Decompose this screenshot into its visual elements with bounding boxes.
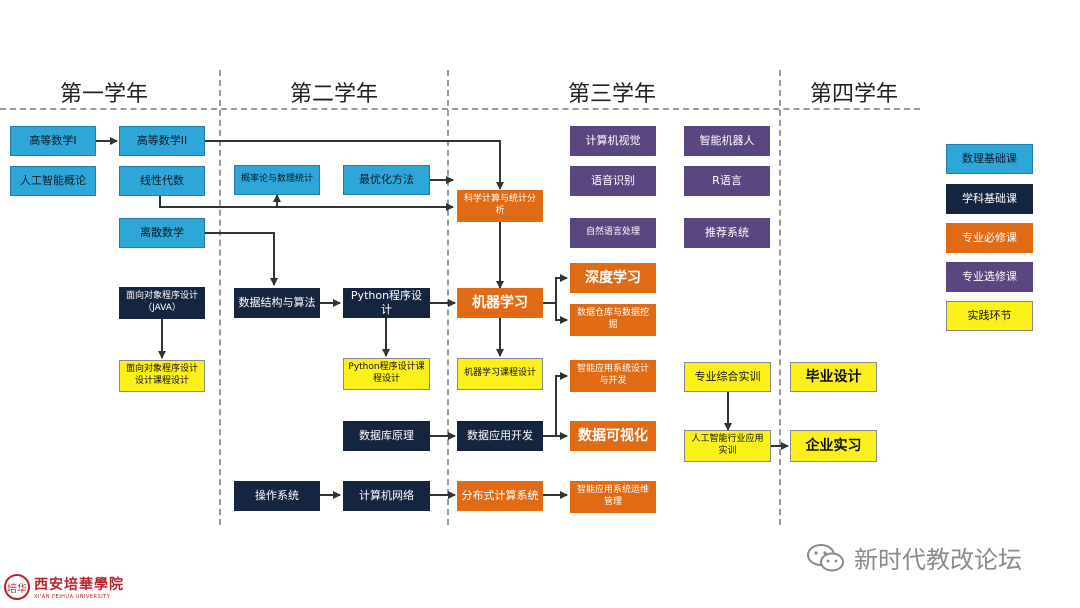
legend-practice: 实践环节 [946, 301, 1033, 331]
course-higher-math-1: 高等数学I [10, 126, 96, 156]
legend-elective: 专业选修课 [946, 262, 1033, 292]
course-oop-java: 面向对象程序设计（JAVA） [119, 287, 205, 319]
year-divider [219, 70, 221, 525]
course-data-visualization: 数据可视化 [570, 421, 656, 451]
university-name-en: XI'AN PEIHUA UNIVERSITY [34, 594, 111, 600]
arrow [205, 140, 504, 190]
arrow [205, 232, 278, 286]
course-scientific-computing: 科学计算与统计分析 [457, 190, 543, 222]
course-intelligent-robots: 智能机器人 [684, 126, 770, 156]
course-database: 数据库原理 [343, 421, 430, 451]
legend-math-foundation: 数理基础课 [946, 144, 1033, 174]
year-4-header: 第四学年 [809, 82, 898, 107]
watermark-text: 新时代教改论坛 [854, 546, 1022, 574]
course-networks: 计算机网络 [343, 481, 430, 511]
arrow [543, 274, 568, 304]
legend-subject-foundation: 学科基础课 [946, 184, 1033, 214]
watermark: 新时代教改论坛 [806, 540, 1022, 575]
arrow [543, 372, 568, 437]
course-nlp: 自然语言处理 [570, 218, 656, 248]
course-probability-statistics: 概率论与数理统计 [234, 165, 320, 195]
year-divider [779, 70, 781, 525]
course-ai-intro: 人工智能概论 [10, 166, 96, 196]
course-data-app-dev: 数据应用开发 [457, 421, 543, 451]
course-oop-project: 面向对象程序设计设计课程设计 [119, 360, 205, 392]
course-machine-learning: 机器学习 [457, 288, 543, 318]
course-computer-vision: 计算机视觉 [570, 126, 656, 156]
year-1-header: 第一学年 [59, 82, 148, 107]
course-speech-recognition: 语音识别 [570, 166, 656, 196]
course-intelligent-app-dev: 智能应用系统设计与开发 [570, 360, 656, 392]
course-distributed-systems: 分布式计算系统 [457, 481, 543, 511]
course-python: Python程序设计 [343, 288, 430, 318]
wechat-icon [806, 543, 846, 573]
course-recommender-systems: 推荐系统 [684, 218, 770, 248]
course-internship: 企业实习 [790, 430, 877, 462]
course-operating-systems: 操作系统 [234, 481, 320, 511]
course-intelligent-app-ops: 智能应用系统运维管理 [570, 481, 656, 513]
seal-icon: 培华 [4, 574, 30, 600]
course-ml-project: 机器学习课程设计 [457, 358, 543, 390]
header-divider [0, 108, 920, 110]
course-optimization: 最优化方法 [343, 165, 430, 195]
course-data-structures: 数据结构与算法 [234, 288, 320, 318]
legend-required: 专业必修课 [946, 223, 1033, 253]
course-linear-algebra: 线性代数 [119, 166, 205, 196]
course-deep-learning: 深度学习 [570, 263, 656, 293]
year-3-header: 第三学年 [567, 82, 656, 107]
university-name: 西安培華學院 [34, 577, 124, 593]
arrow [159, 195, 454, 211]
course-comprehensive-training: 专业综合实训 [684, 362, 771, 392]
course-higher-math-2: 高等数学II [119, 126, 205, 156]
course-ai-industry-training: 人工智能行业应用实训 [684, 430, 771, 462]
course-r-language: R语言 [684, 166, 770, 196]
year-2-header: 第二学年 [289, 82, 378, 107]
university-logo: 培华 西安培華學院 XI'AN PEIHUA UNIVERSITY [4, 574, 124, 600]
year-divider [447, 70, 449, 525]
course-python-project: Python程序设计课程设计 [343, 358, 430, 390]
course-graduation-project: 毕业设计 [790, 362, 877, 392]
course-data-warehouse: 数据仓库与数据挖掘 [570, 304, 656, 336]
course-discrete-math: 离散数学 [119, 218, 205, 248]
arrow [555, 303, 568, 324]
